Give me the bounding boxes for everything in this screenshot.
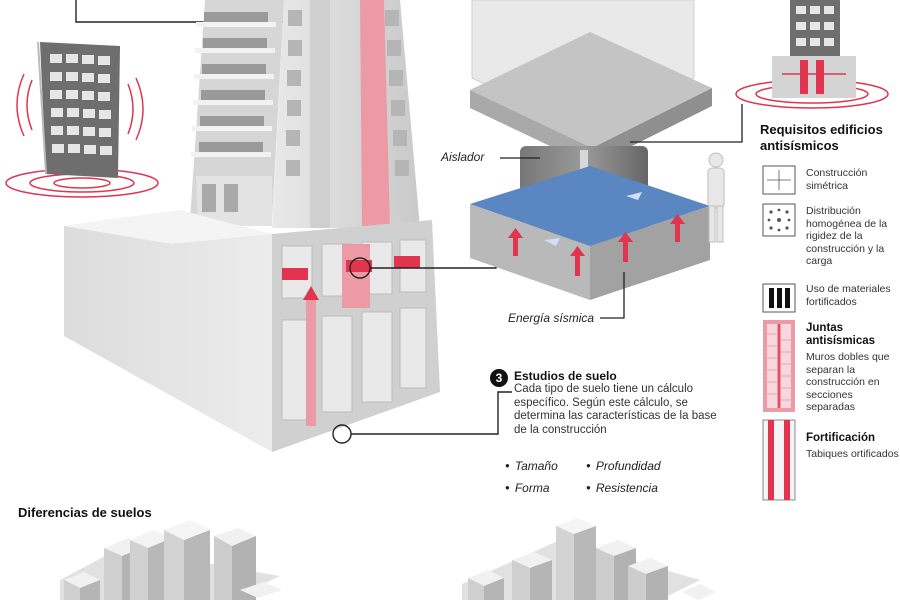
requirements-title: Requisitos edificios antisísmicos (760, 122, 883, 153)
soil-block-right (462, 518, 716, 600)
isolator-detail-illustration (470, 0, 743, 319)
isolator-label: Aislador (441, 150, 485, 164)
soil-differences-title: Diferencias de suelos (18, 505, 152, 520)
req-item-text: Construcción simétrica (806, 167, 868, 192)
soil-factor: Profundidad (586, 459, 661, 473)
req-item-text: Distribución homogénea de la rigidez de … (806, 205, 888, 267)
soil-factor: Forma (505, 481, 550, 495)
soil-study-number-badge: 3 (490, 369, 508, 387)
soil-factor: Resistencia (586, 481, 658, 495)
soil-study-description: Cada tipo de suelo tiene un cálculo espe… (514, 383, 717, 436)
fortification-icon (762, 419, 796, 501)
req-item-title: Fortificación (806, 432, 876, 444)
req-item-text: Muros dobles que separan la construcción… (806, 351, 890, 413)
soil-block-left (60, 520, 282, 600)
seismic-energy-label: Energía sísmica (508, 311, 595, 325)
homogeneous-distribution-icon (762, 203, 796, 237)
req-item-title: Juntas antisísmicas (806, 322, 876, 347)
antiseismic-joints-icon (763, 320, 795, 412)
symmetric-construction-icon (762, 165, 796, 195)
soil-study-title: Estudios de suelo (514, 369, 617, 383)
soil-factor: Tamaño (505, 459, 558, 473)
fortified-materials-icon (762, 283, 796, 313)
req-item-text: Tabiques ortificados (806, 448, 899, 460)
req-item-text: Uso de materiales fortificados (806, 283, 891, 308)
building-podium-illustration (64, 210, 512, 452)
main-tower-illustration (190, 0, 420, 228)
swaying-building-illustration (5, 41, 159, 198)
joint-building-illustration (735, 0, 889, 109)
